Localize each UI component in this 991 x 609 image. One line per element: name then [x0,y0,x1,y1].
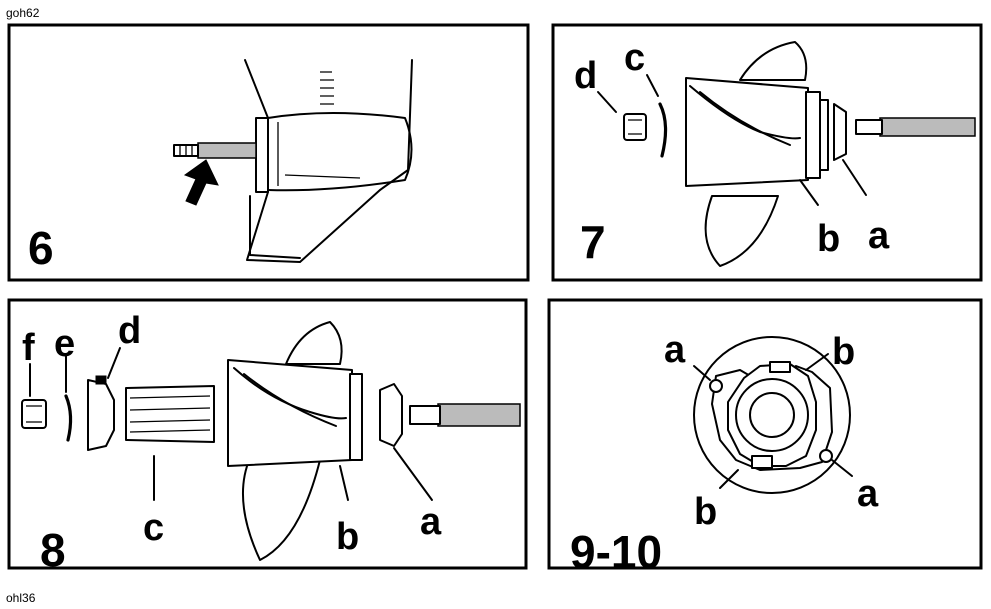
nut [623,113,647,141]
image-code-top: goh62 [6,6,40,20]
washer [658,102,668,158]
label-b-bottom: b [694,491,717,533]
panel-6: 6 [7,23,530,282]
label-f: f [22,327,35,369]
label-d: d [118,310,141,352]
propeller-shaft [437,403,521,427]
spline-insert [125,385,215,443]
label-e: e [54,323,75,365]
panel-8: a b c d e f 8 [7,298,528,576]
label-a-right: a [857,473,879,515]
propeller-shaft [197,142,257,159]
shaft-thread [409,405,441,425]
shaft-thread [855,119,883,135]
panel-7-number: 7 [580,216,606,268]
panel-9-10-number: 9-10 [570,526,662,578]
gearcase-illustration [173,59,413,263]
label-a: a [868,215,890,257]
label-c: c [624,37,645,79]
thrust-washer [833,103,847,161]
panel-7: a b c d 7 [551,23,983,282]
nut [21,399,47,429]
image-code-bottom: ohl36 [6,591,36,605]
spacer [87,379,115,451]
propeller-illustration [685,41,829,267]
label-a-left: a [664,329,686,371]
thrust-hub [379,383,403,447]
thrust-hub [255,117,269,193]
panel-8-number: 8 [40,524,66,576]
label-d: d [574,55,597,97]
label-a: a [420,501,442,543]
pointer-arrow-icon [183,159,219,206]
washer [64,394,73,442]
label-b-top: b [832,331,855,373]
label-b: b [817,218,840,260]
panel-9-10: a a b b 9-10 [547,298,983,578]
propeller-shaft [879,117,976,137]
hub-end-view-illustration [693,336,851,494]
panel-6-number: 6 [28,222,54,274]
label-c: c [143,507,164,549]
propeller-illustration [227,321,363,561]
label-b: b [336,516,359,558]
